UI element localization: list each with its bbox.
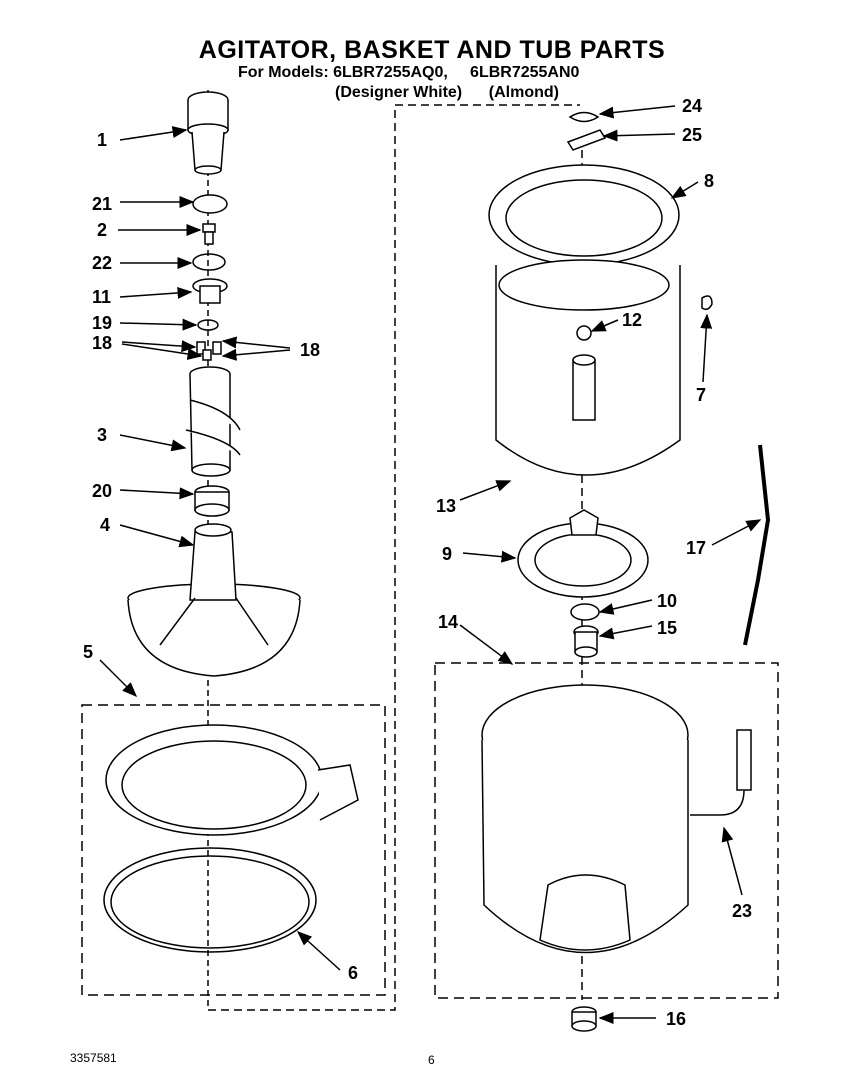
callout-20: 20 [92,481,113,501]
cam-clip-part [192,194,228,214]
tub-group-box [434,662,779,999]
seal-part [570,603,600,621]
callout-2: 2 [97,220,108,240]
retainer-ring-part [103,847,317,953]
callout-5: 5 [83,642,94,662]
page-title: AGITATOR, BASKET AND TUB PARTS [198,36,666,64]
callout-14: 14 [438,612,459,632]
agitator-base-part [127,523,301,677]
models-line: For Models: 6LBR7255AQ0, 6LBR7255AN0 [238,64,580,81]
bracket-part [566,129,607,151]
callout-23: 23 [732,901,753,921]
callout-25: 25 [682,125,703,145]
dogs-part [196,341,222,361]
snubber-part [568,111,600,123]
agitator-cap-part [187,91,229,175]
leader-arrows [99,105,762,1024]
callout-16: 16 [666,1009,687,1029]
tub-part [481,684,689,954]
callout-24: 24 [682,96,703,116]
callout-18-left: 18 [92,333,113,353]
o-ring-part [197,319,219,331]
callout-13: 13 [436,496,457,516]
basket-ring-group-box [81,704,386,996]
hose-connector-part [690,729,752,816]
callout-17: 17 [686,538,707,558]
callout-9: 9 [442,544,453,564]
callout-21: 21 [92,194,113,214]
auger-part [185,366,241,477]
page-number: 6 [428,1053,435,1067]
color-variants-line: (Designer White) (Almond) [335,84,559,101]
callout-11: 11 [92,287,112,307]
callout-6: 6 [348,963,359,983]
callout-19: 19 [92,313,113,333]
drive-block-part [517,509,649,598]
basket-part [488,164,681,476]
nut-part [571,1006,597,1032]
spring-part [701,295,713,311]
bolt-part [202,223,216,245]
callout-4: 4 [100,515,111,535]
clutch-part [194,485,230,517]
basket-nut-part [576,325,592,341]
balance-ring-part [105,724,359,836]
callout-15: 15 [657,618,678,638]
cam-part [192,278,228,304]
callout-10: 10 [657,591,678,611]
callout-8: 8 [704,171,715,191]
callout-18-right: 18 [300,340,321,360]
callout-3: 3 [97,425,108,445]
washer-ring-part [192,253,226,271]
callout-1: 1 [97,130,108,150]
document-number: 3357581 [70,1051,117,1065]
hose-part [743,444,771,646]
callout-12: 12 [622,310,643,330]
callout-22: 22 [92,253,113,273]
callout-7: 7 [696,385,707,405]
bearing-part [573,625,599,658]
